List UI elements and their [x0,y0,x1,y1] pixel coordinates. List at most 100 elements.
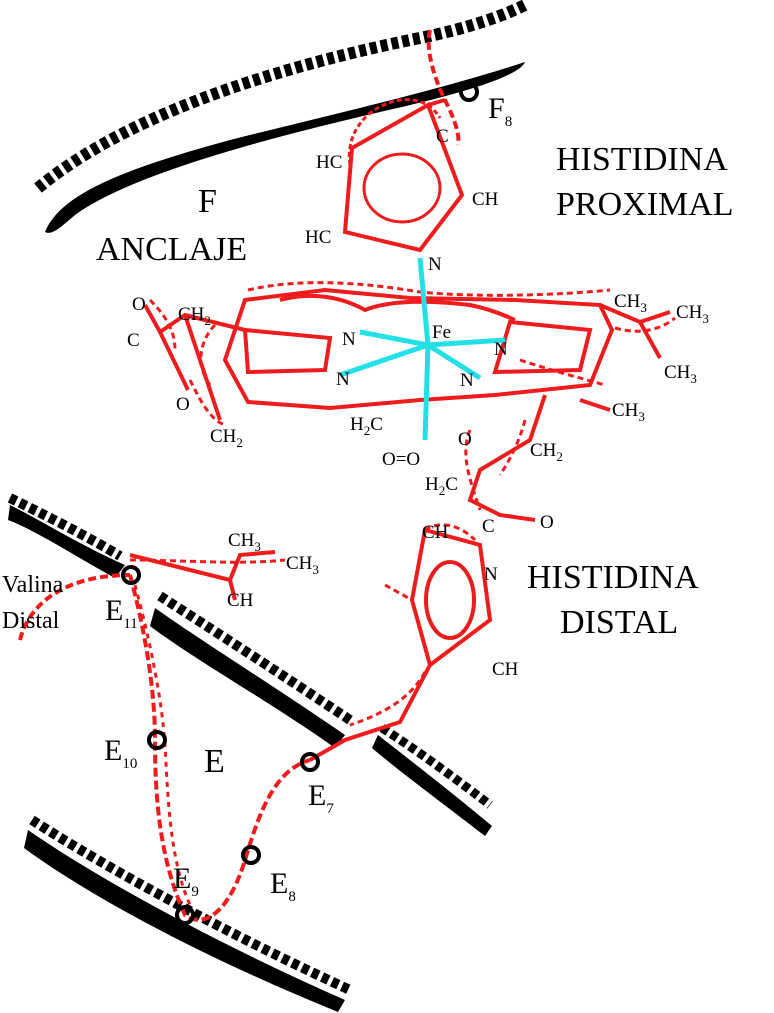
e-helix-backbone [128,574,311,922]
helix-e-lower-ribbon [24,830,345,1012]
atom-ch3-a: CH3 [614,291,647,315]
right-methyl-lower [579,398,611,412]
proximal-ring-aromatic [362,152,442,224]
atom-n2: N [336,369,350,390]
helix-f-ribbon [45,62,525,233]
iron-coordination [339,257,506,441]
atom-prox-hc2: HC [305,227,331,248]
valine-side-chain [129,550,276,601]
helix-e-upper-edge [7,493,123,561]
atom-dist-ch2: CH [492,659,519,680]
porphyrin-top-ridge [279,293,516,322]
label-e10: E10 [104,734,137,772]
anchor-label: ANCLAJE [96,231,247,268]
helix-e-middle-edge [157,591,353,725]
label-e11: E11 [105,594,138,632]
right-methyl-branch [599,303,671,359]
marker-e10 [147,730,167,750]
valine-label-line2: Distal [2,608,60,634]
marker-e8 [241,845,261,865]
left-propionate-dashed [148,298,226,427]
atom-ch2-c: CH2 [530,440,563,464]
helix-f-top-edge [34,0,528,193]
porphyrin-dashed-right [519,358,606,387]
atom-val-ch3a: CH3 [228,530,261,554]
atom-n3: N [494,339,508,360]
atom-right-o: O [540,512,554,533]
valine-label-line1: Valina [2,572,64,598]
distal-ring-aromatic [424,560,476,640]
atom-left-o2: O [176,394,190,415]
atom-h2c-a: H2C [350,414,383,438]
marker-e9 [175,905,195,925]
porphyrin-inner-left [242,327,333,375]
helix-e-right-ribbon [372,735,492,836]
bond-fe-n-upper-right [427,337,506,348]
label-e9: E9 [173,862,199,900]
bond-fe-oxygen [422,344,431,441]
helix-e-middle-ribbon [150,608,345,748]
atom-val-ch: CH [227,590,254,611]
helix-e-right-edge [379,724,493,809]
porphyrin-inner-right [492,319,593,375]
label-e7: E7 [308,779,334,817]
right-methyl-dashed [614,316,676,333]
marker-f8 [459,82,479,102]
atom-h2c-b: H2C [425,474,458,498]
atom-right-c: C [482,516,495,537]
atom-ch2-a: CH2 [178,304,211,328]
atom-ch3-d: CH3 [612,400,645,424]
atom-dist-ch1: CH [422,522,449,543]
label-e8: E8 [270,867,296,905]
helix-e-label: E [204,743,225,780]
helix-e-upper [7,493,125,578]
atom-o-prime: O [458,429,472,450]
bond-fe-n-lower-left [339,342,429,378]
atom-oxy: O=O [382,449,420,470]
atom-prox-ch: CH [472,189,499,210]
atom-prox-n: N [428,254,442,275]
heme-porphyrin [143,281,676,522]
helix-e-lower-edge [29,815,353,995]
helix-f-label: F [198,183,217,220]
marker-e11 [121,565,141,585]
porphyrin-outer [222,287,615,411]
valine-backbone-dashed [18,573,131,641]
bond-fe-n-lower-right [426,342,482,381]
right-propionate [467,394,547,522]
marker-e7 [300,752,320,772]
helix-e-middle [150,591,493,836]
proximal-histidine [342,29,465,253]
dist-title-line2: DISTAL [560,604,678,641]
atom-left-o: O [132,294,146,315]
dist-title-line1: HISTIDINA [527,559,699,596]
distal-ring [409,527,493,669]
residue-markers [121,82,479,925]
distal-ring-dashed [384,523,477,602]
atom-prox-c: C [436,126,449,147]
distal-stem [309,664,432,762]
atom-left-c: C [127,330,140,351]
atom-prox-hc1: HC [316,152,342,173]
helix-f [34,0,528,233]
atom-n1: N [342,329,356,350]
prox-title-line1: HISTIDINA [556,141,728,178]
distal-stem-dashed [349,671,427,727]
porphyrin-dashed-left [199,323,217,386]
atom-ch3-c: CH3 [664,362,697,386]
atom-dist-n: N [484,564,498,585]
helix-e-upper-ribbon [8,505,125,578]
bond-fe-n-upper-left [359,329,429,348]
proximal-link [427,98,446,107]
atom-ch3-b: CH3 [676,302,709,326]
atom-n4: N [460,370,474,391]
helix-e-lower [24,815,353,1012]
left-propionate [143,304,246,421]
label-f8: F8 [488,92,512,130]
right-propionate-dashed [464,419,527,511]
porphyrin-dashed-top [247,281,611,297]
atom-fe: Fe [432,322,451,343]
atom-ch2-b: CH2 [210,426,243,450]
